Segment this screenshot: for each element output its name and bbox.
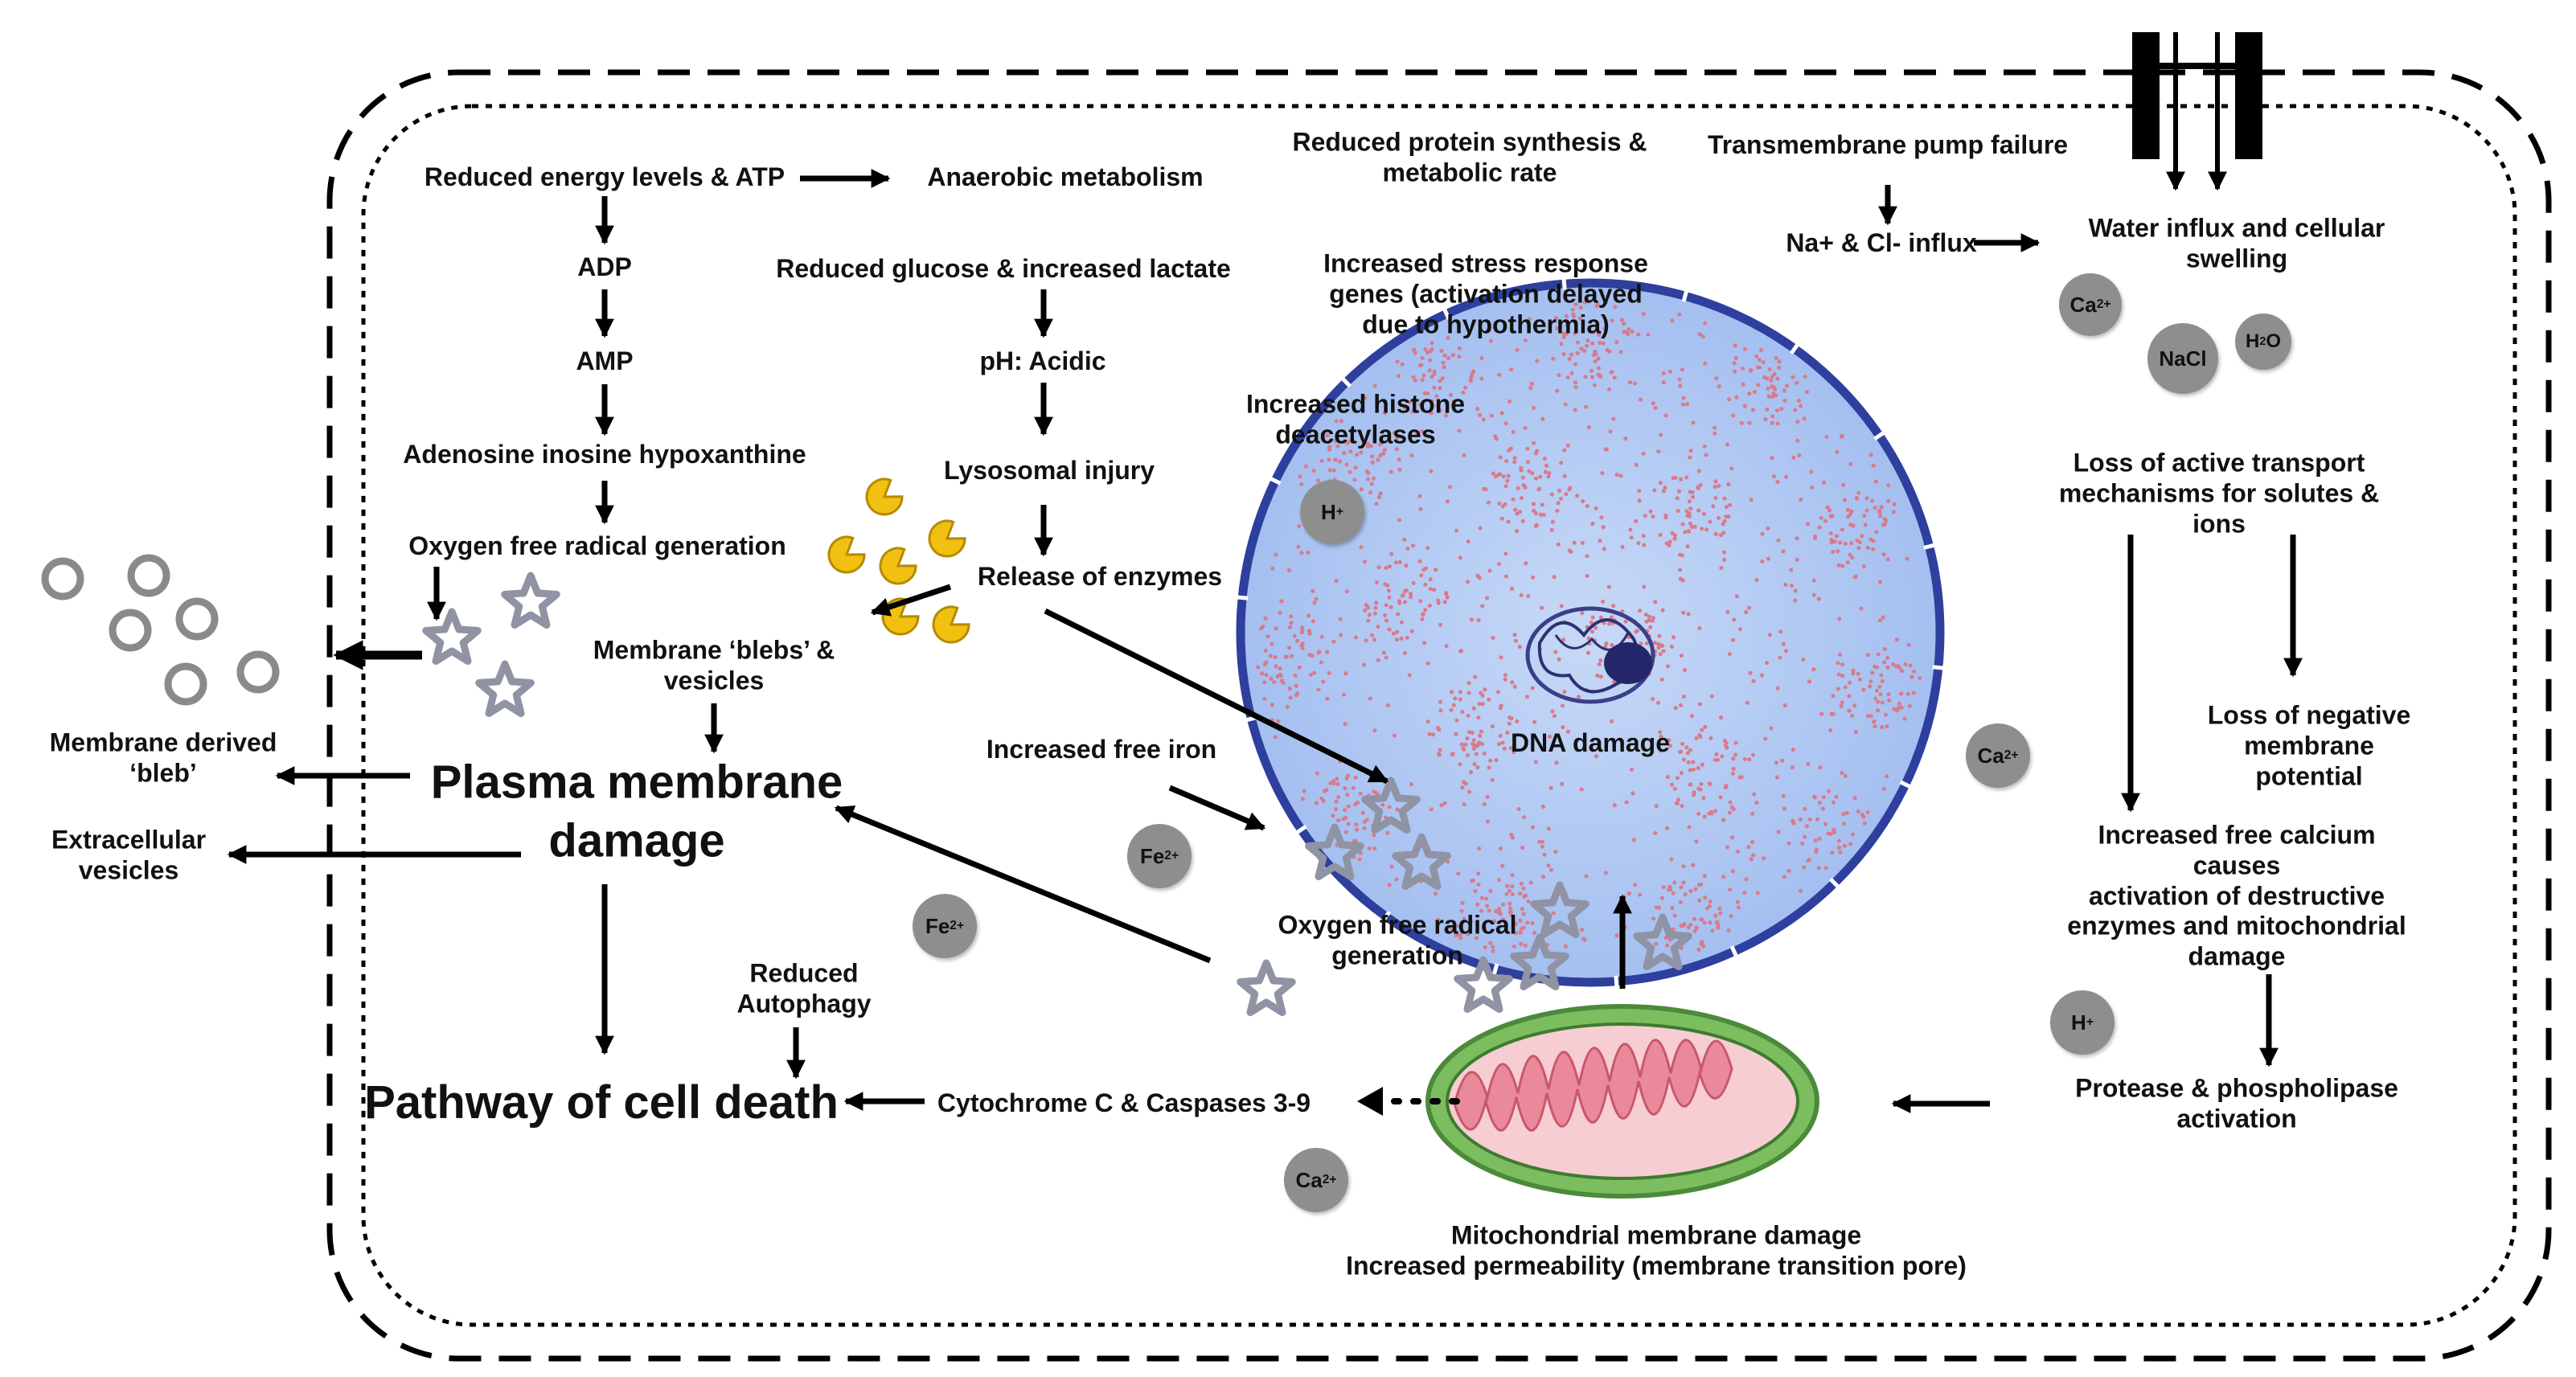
nuclear-pore (1236, 595, 1249, 600)
label-anaerobic-metabolism: Anaerobic metabolism (927, 162, 1204, 192)
free-radical-star-icon (501, 572, 560, 629)
free-radical-star-icon (1237, 959, 1296, 1016)
arrows (227, 169, 2303, 1116)
free-radical-star-icon (422, 608, 482, 665)
nuclear-pore (1789, 342, 1800, 355)
ion-hydrogen: H+ (1300, 480, 1364, 544)
nuclear-pore (1614, 975, 1619, 987)
nuclear-pore (1923, 543, 1935, 550)
label-loss-negative-potential: Loss of negative membrane potential (2207, 700, 2411, 790)
label-adenosine: Adenosine inosine hypoxanthine (403, 440, 806, 469)
label-lysosomal-injury: Lysosomal injury (944, 456, 1155, 486)
ion-nacl: NaCl (2147, 323, 2218, 394)
label-protease: Protease & phospholipase activation (2075, 1073, 2398, 1133)
nuclear-pore (1932, 665, 1945, 670)
label-oxygen-radical-left: Oxygen free radical generation (408, 531, 786, 561)
enzyme-icon (928, 519, 966, 558)
nuclear-pore (1442, 308, 1451, 320)
nuclear-pore (1380, 910, 1392, 923)
free-radical-star-icon (475, 660, 535, 717)
nucleus-chromatin-dots (1236, 278, 1945, 987)
nuclear-pore (1491, 963, 1499, 976)
label-amp: AMP (576, 346, 634, 376)
enzyme-icon (865, 477, 904, 516)
label-membrane-blebs: Membrane ‘blebs’ & vesicles (593, 635, 835, 695)
free-radical-star-icon (1633, 913, 1692, 970)
label-adp: ADP (577, 252, 632, 282)
label-pump-failure: Transmembrane pump failure (1707, 130, 2069, 160)
membrane-blebs (41, 554, 280, 706)
label-histone: Increased histone deacetylases (1245, 389, 1466, 449)
label-cytochrome-c: Cytochrome C & Caspases 3-9 (937, 1088, 1311, 1118)
nucleus (1236, 278, 1945, 987)
label-reduced-protein: Reduced protein synthesis & metabolic ra… (1292, 127, 1647, 186)
nuclear-pore (1269, 476, 1282, 486)
nuclear-pore (1681, 289, 1689, 302)
label-loss-active-transport: Loss of active transport mechanisms for … (2058, 448, 2380, 538)
label-dna-damage: DNA damage (1511, 728, 1670, 758)
label-ph-acidic: pH: Acidic (979, 346, 1106, 376)
label-stress-response: Increased stress response genes (activat… (1323, 248, 1648, 338)
label-pathway-cell-death: Pathway of cell death (364, 1076, 839, 1129)
label-water-influx: Water influx and cellular swelling (2088, 213, 2385, 273)
nuclear-pore (1295, 824, 1307, 834)
lysosomal-enzymes (827, 477, 970, 644)
nuclear-pore (1899, 780, 1912, 789)
label-free-iron: Increased free iron (986, 735, 1217, 764)
nucleolus (1525, 606, 1655, 704)
label-reduced-autophagy: Reduced Autophagy (736, 958, 872, 1018)
label-mito-damage: Mitochondrial membrane damage Increased … (1346, 1220, 1967, 1280)
inner-cell-membrane (361, 104, 2517, 1327)
label-release-enzymes: Release of enzymes (977, 562, 1223, 592)
transmembrane-channel (2132, 32, 2262, 191)
ion-hydrogen: H+ (2050, 990, 2115, 1055)
nuclear-pore (1561, 278, 1567, 290)
free-radical-stars (422, 572, 1692, 1016)
nuclear-pore (1873, 431, 1885, 441)
free-radical-star-icon (1392, 833, 1451, 890)
label-na-cl-influx: Na+ & Cl- influx (1786, 228, 1977, 258)
free-radical-star-icon (1510, 933, 1569, 990)
enzyme-icon (879, 547, 917, 585)
label-plasma-membrane-damage: Plasma membrane damage (430, 756, 843, 867)
nuclear-pore (1828, 877, 1840, 889)
label-extracellular-vesicles: Extracellular vesicles (51, 825, 207, 884)
free-radical-star-icon (1530, 881, 1589, 938)
free-radical-star-icon (1361, 777, 1421, 834)
label-oxygen-radical-center: Oxygen free radical generation (1278, 910, 1517, 969)
nuclear-pore (1729, 945, 1738, 957)
free-radical-star-icon (1305, 823, 1364, 880)
free-radical-star-icon (1454, 956, 1513, 1013)
label-reduced-energy: Reduced energy levels & ATP (424, 162, 786, 192)
label-membrane-derived-bleb: Membrane derived ‘bleb’ (49, 727, 277, 787)
chromatin-dots (1256, 300, 1922, 959)
mitochondrion (1425, 1004, 1819, 1199)
enzyme-icon (932, 605, 970, 644)
nuclear-pore (1340, 376, 1352, 388)
label-free-calcium: Increased free calcium causes activation… (2067, 820, 2406, 971)
enzyme-icon (827, 535, 866, 574)
label-reduced-glucose: Reduced glucose & increased lactate (776, 254, 1231, 284)
